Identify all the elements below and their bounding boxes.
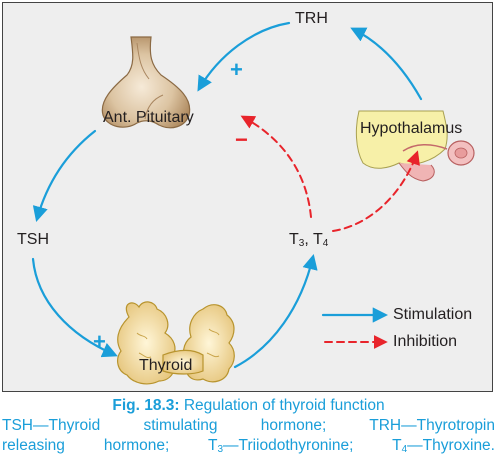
thyroid-illustration [117,301,235,385]
hypothalamus-to-trh-arrow [350,27,423,101]
trh-to-pituitary-arrow [197,21,291,92]
feedback-minus-sign: − [235,127,248,152]
trh-label: TRH [295,10,328,27]
tsh-label: TSH [17,231,49,248]
caption-line-2: TSH—Thyroid stimulating hormone; TRH—Thy… [2,417,495,434]
hypothalamus-label: Hypothalamus [360,120,463,137]
diagram-panel: TRH Ant. Pituitary Hypothalamus TSH Thyr… [2,2,493,392]
thyroid-to-hormones-arrow [233,254,318,369]
figure-number: Fig. 18.3: [112,397,180,414]
tsh-to-thyroid-arrow [31,257,118,358]
diagram-canvas [31,21,475,385]
pituitary-illustration [101,36,191,129]
hormones-to-pituitary-inhibition-arrow [240,115,312,218]
legend-inhibition-label: Inhibition [393,333,458,350]
tsh-plus-sign: + [93,329,106,354]
pituitary-label: Ant. Pituitary [103,109,194,126]
hypothalamus-illustration [355,110,475,182]
figure-caption: Fig. 18.3: Regulation of thyroid functio… [2,396,495,460]
hormones-to-hypothalamus-inhibition-arrow [332,150,420,232]
caption-title: Fig. 18.3: Regulation of thyroid functio… [112,397,385,414]
t3-t4-label: T3, T4 [289,231,329,249]
thyroid-label: Thyroid [139,357,193,374]
pituitary-to-tsh-arrow [32,129,97,222]
caption-line-3: releasing hormone; T3—Triiodothyronine; … [2,437,495,455]
legend-stimulation-label: Stimulation [393,306,473,323]
trh-plus-sign: + [230,57,243,82]
